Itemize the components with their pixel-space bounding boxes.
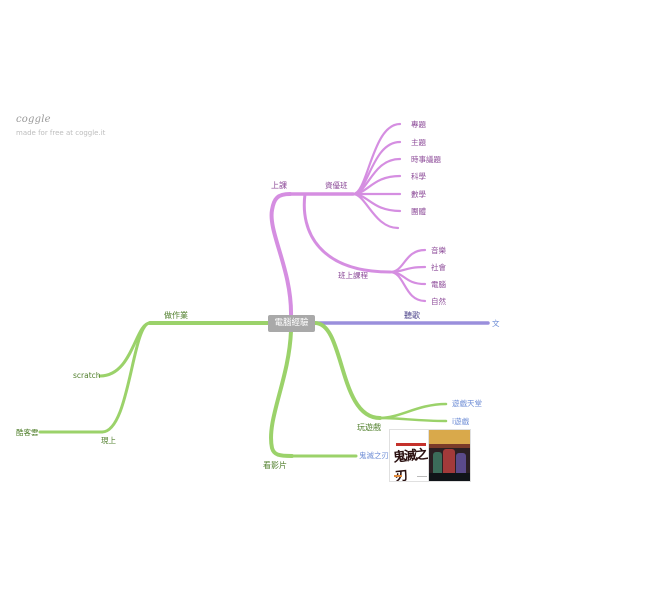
class-connector[interactable]: [269, 192, 294, 318]
games-label[interactable]: 玩遊戲: [357, 422, 381, 432]
gifted-label[interactable]: 資優班: [325, 180, 348, 190]
gifted-item-5[interactable]: 數學: [411, 189, 426, 199]
logo-stripe: [396, 443, 426, 446]
movie-logo-image: 鬼滅之刃: [389, 429, 432, 482]
poster-figure-1: [433, 452, 442, 474]
logo-foot-line: [417, 476, 427, 477]
game-item-2[interactable]: i遊戲: [452, 416, 470, 426]
poster-ground: [429, 473, 470, 481]
poster-band: [429, 444, 470, 448]
movie-poster-image: [428, 429, 471, 482]
game-link-1[interactable]: [378, 402, 448, 420]
logo-foot-mark: [394, 475, 402, 477]
gifted-item-4[interactable]: 科學: [411, 171, 426, 181]
regular-link-2[interactable]: [388, 265, 427, 274]
music-child-label[interactable]: 文: [492, 318, 500, 328]
gifted-item-3[interactable]: 時事議題: [411, 154, 441, 164]
game-link-2[interactable]: [378, 416, 448, 423]
regular-link-4[interactable]: [388, 270, 427, 303]
homework-label[interactable]: 做作業: [164, 310, 188, 320]
regular-connector[interactable]: [302, 192, 392, 274]
coggle-tagline: made for free at coggle.it: [16, 129, 106, 137]
green-branches: [38, 321, 448, 458]
poster-figure-3: [456, 453, 466, 474]
scratch-label[interactable]: scratch: [73, 371, 101, 380]
regular-item-2[interactable]: 社會: [431, 262, 446, 272]
game-item-1[interactable]: 遊戲天堂: [452, 398, 482, 408]
online-connector[interactable]: [100, 321, 152, 434]
regular-item-1[interactable]: 音樂: [431, 245, 446, 255]
movies-connector[interactable]: [269, 329, 294, 458]
class-branch: [269, 122, 427, 318]
gifted-item-2[interactable]: 主題: [411, 137, 426, 147]
music-label[interactable]: 聽歌: [404, 310, 420, 320]
gifted-link-4[interactable]: [351, 174, 402, 196]
cloud-label[interactable]: 酷客雲: [16, 427, 39, 437]
gifted-item-6[interactable]: 團體: [411, 206, 426, 216]
poster-sky: [429, 430, 470, 444]
movies-label[interactable]: 看影片: [263, 460, 287, 470]
regular-item-3[interactable]: 電腦: [431, 279, 446, 289]
games-connector[interactable]: [313, 321, 382, 420]
gifted-link-7[interactable]: [351, 192, 400, 230]
coggle-logo: coggle: [16, 114, 51, 125]
class-label[interactable]: 上課: [271, 180, 287, 190]
regular-label[interactable]: 班上課程: [338, 270, 368, 280]
online-label[interactable]: 現上: [101, 436, 116, 445]
movie-item-label[interactable]: 鬼滅之刃: [359, 450, 389, 460]
poster-figure-2: [443, 449, 455, 475]
gifted-item-1[interactable]: 專題: [411, 119, 426, 129]
regular-item-4[interactable]: 自然: [431, 296, 446, 306]
center-node[interactable]: 電腦經驗: [268, 315, 315, 332]
